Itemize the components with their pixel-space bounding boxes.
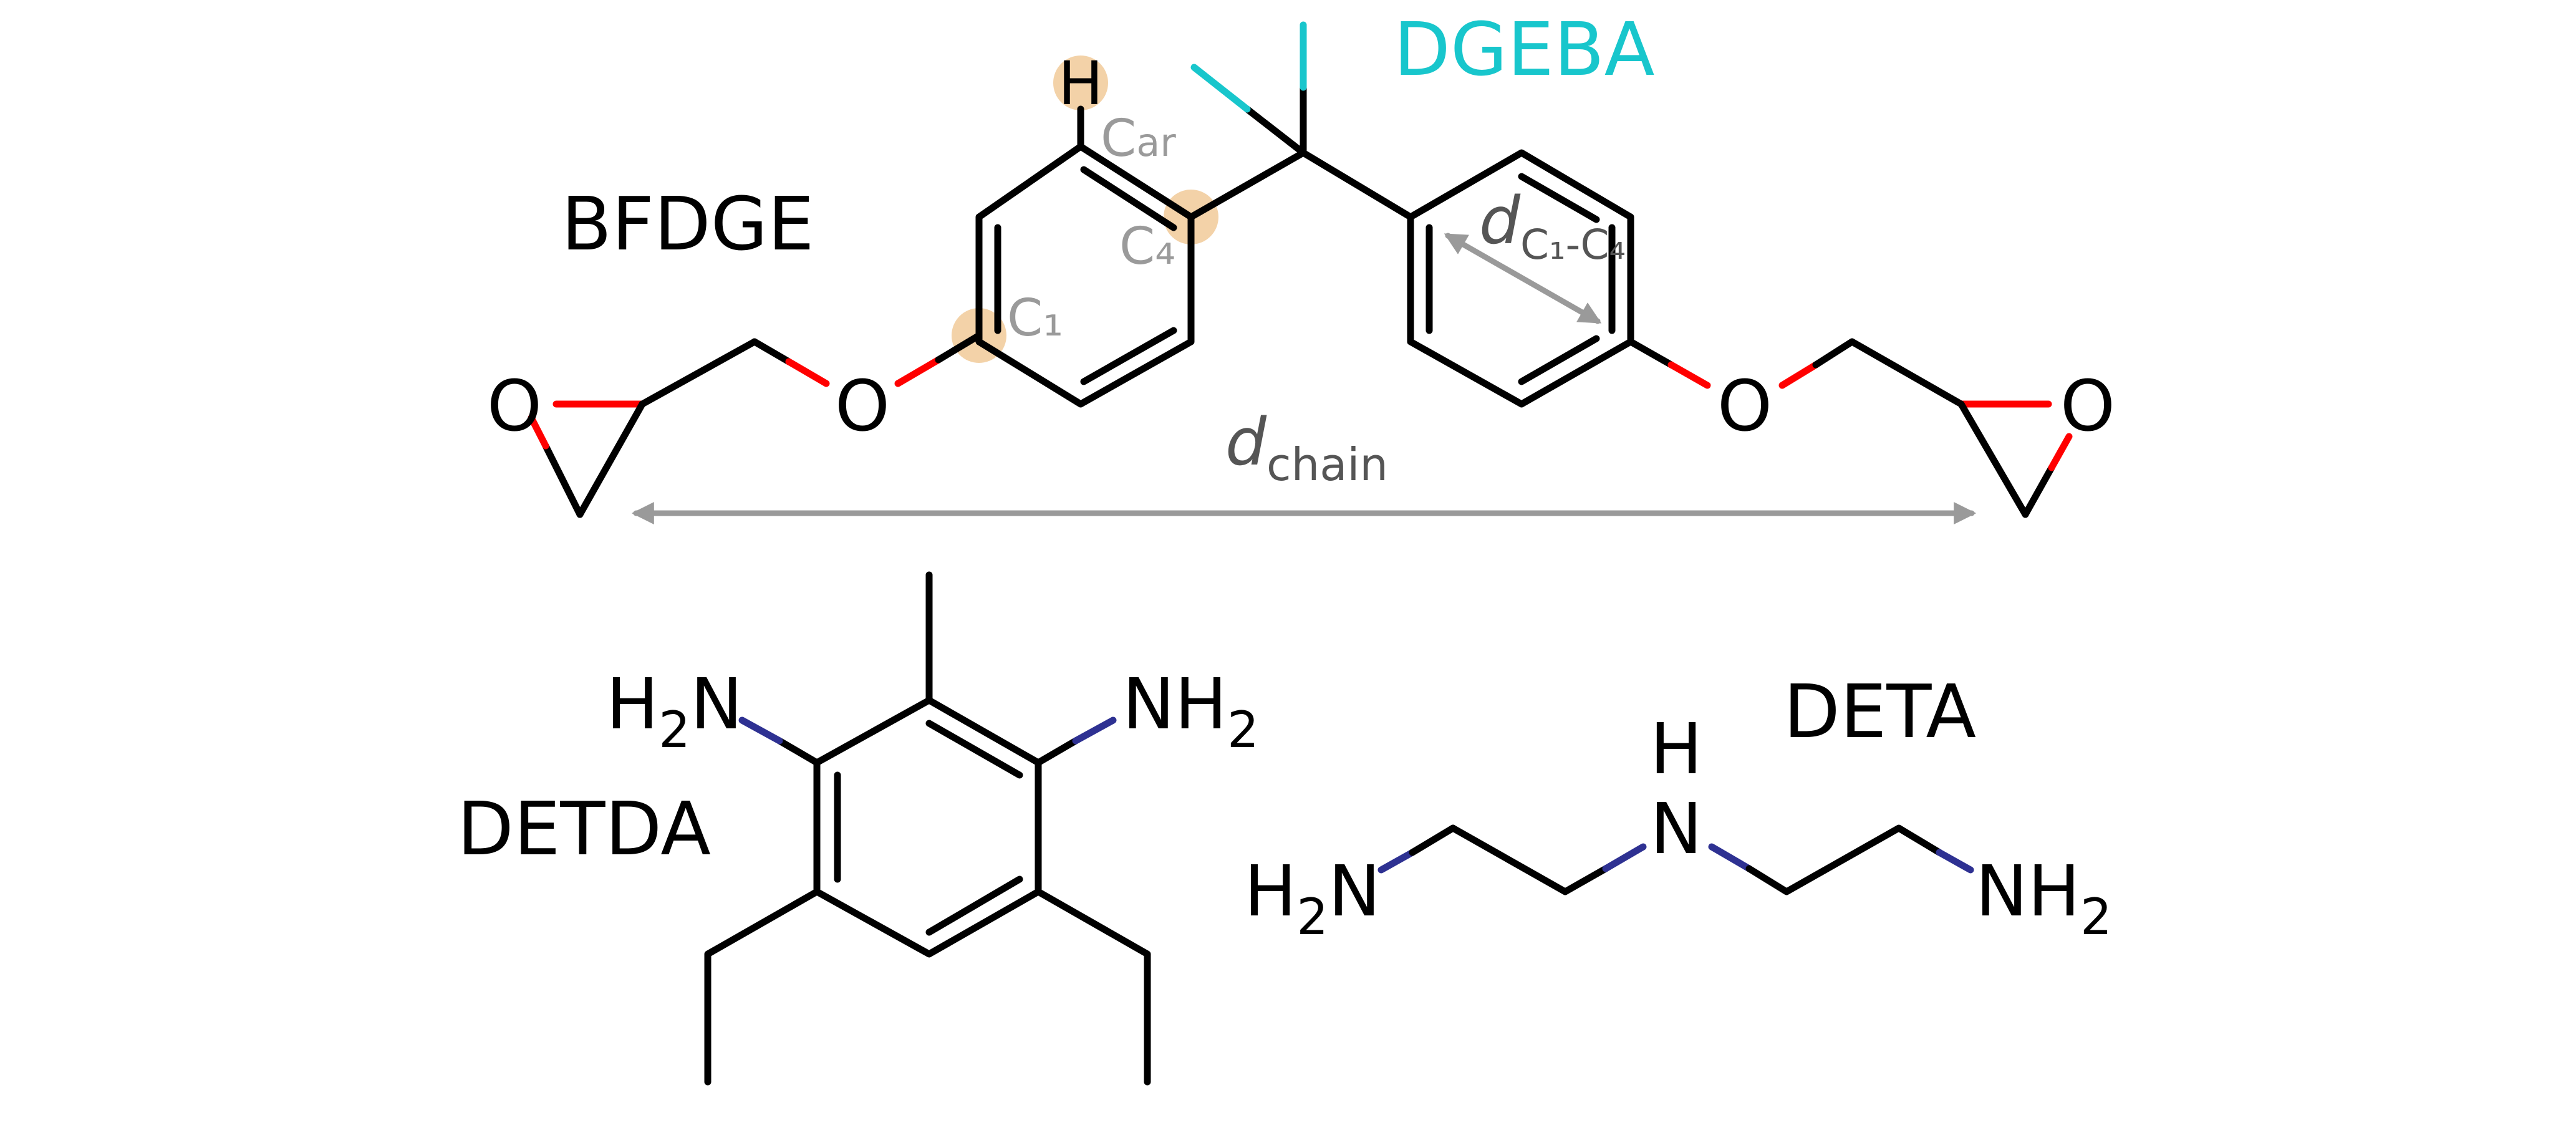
right-epoxide bbox=[1957, 400, 2073, 518]
detda-right-nh2-bond bbox=[1072, 716, 1117, 745]
annotation-d-ring: dC₁-C₄ bbox=[1479, 183, 1626, 269]
highlight-h bbox=[1053, 55, 1108, 110]
left-epoxide bbox=[528, 400, 646, 518]
deta-secondary-n: N bbox=[1650, 789, 1702, 870]
detda-ring bbox=[813, 697, 1042, 958]
annotation-c4: C₄ bbox=[1119, 217, 1175, 276]
atom-o-right-ether: O bbox=[1717, 366, 1772, 447]
deta-right-amine: NH2 bbox=[1975, 851, 2112, 946]
deta-left-amine: H2N bbox=[1244, 851, 1381, 946]
annotation-c-ar: Car bbox=[1101, 109, 1176, 168]
annotation-c1: C₁ bbox=[1007, 289, 1063, 348]
left-linker bbox=[639, 332, 983, 408]
atom-h-highlighted: H bbox=[1058, 49, 1103, 118]
annotation-d-chain: dchain bbox=[1225, 404, 1388, 491]
detda-atom-labels: H2N NH2 bbox=[606, 664, 1259, 759]
atom-annotations: Car C₄ C₁ dC₁-C₄ dchain bbox=[1007, 109, 1626, 491]
top-atom-labels: O O O O bbox=[487, 366, 2115, 447]
atom-o-right-epoxide: O bbox=[2060, 366, 2115, 447]
central-carbon bbox=[1187, 21, 1414, 221]
detda-left-amine: H2N bbox=[606, 664, 743, 759]
atom-o-left-epoxide: O bbox=[487, 366, 542, 447]
label-detda: DETDA bbox=[457, 786, 711, 872]
detda-right-amine: NH2 bbox=[1122, 664, 1259, 759]
right-linker bbox=[1627, 338, 1965, 408]
bfdge-dgeba-molecule bbox=[528, 21, 2073, 524]
detda-molecule bbox=[704, 571, 1151, 1086]
deta-atom-labels: H2N H N NH2 bbox=[1244, 709, 2112, 946]
detda-right-ethyl bbox=[1035, 888, 1151, 1086]
deta-molecule bbox=[1377, 824, 1974, 895]
label-bfdge: BFDGE bbox=[561, 181, 814, 267]
label-deta: DETA bbox=[1783, 668, 1976, 755]
detda-left-nh2-bond bbox=[738, 716, 783, 745]
detda-left-ethyl bbox=[704, 888, 821, 1086]
ring-distance-arrow bbox=[1444, 233, 1602, 324]
atom-o-left-ether: O bbox=[835, 366, 890, 447]
label-dgeba: DGEBA bbox=[1394, 6, 1655, 92]
deta-secondary-h: H bbox=[1650, 709, 1702, 790]
